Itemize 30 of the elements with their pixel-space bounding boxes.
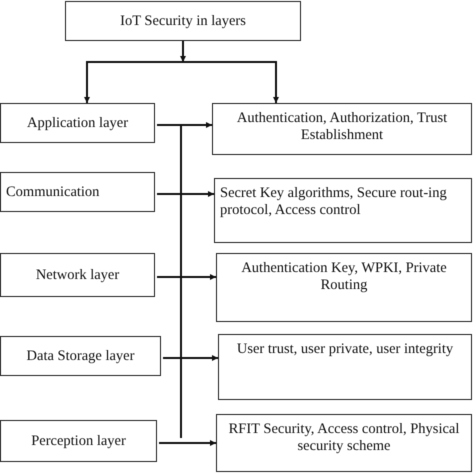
- node-text: User trust, user private, user integrity: [236, 341, 454, 358]
- security-box: [214, 178, 472, 243]
- node-text: Network layer: [34, 266, 120, 284]
- layer-box: [0, 336, 161, 376]
- node-text: Authentication Key, WPKI, Private Routing: [240, 260, 448, 294]
- security-box: [212, 103, 472, 155]
- security-box: [216, 253, 472, 322]
- node-text: Application layer: [26, 114, 130, 132]
- arrow: [163, 355, 218, 361]
- layer-box: [0, 172, 155, 212]
- layer-box: [0, 253, 155, 297]
- node-text: Perception layer: [30, 432, 127, 450]
- node-text: Data Storage layer: [26, 348, 136, 364]
- arrow: [84, 61, 183, 103]
- security-box: [216, 414, 472, 472]
- layer-box: [0, 420, 157, 462]
- arrow: [180, 41, 186, 62]
- node-text: Secret Key algorithms, Secure rout-ing protocol, Access control: [219, 185, 448, 219]
- security-box: [218, 334, 472, 400]
- arrow: [157, 274, 216, 280]
- arrow: [157, 122, 212, 128]
- node-text: IoT Security in layers: [119, 12, 247, 30]
- arrow: [159, 440, 216, 446]
- layer-box: [0, 103, 155, 143]
- arrow: [183, 61, 279, 103]
- node-text: Communication: [5, 184, 100, 200]
- arrow: [157, 191, 214, 197]
- title-box: [65, 1, 301, 41]
- node-text: RFIT Security, Access control, Physical security scheme: [228, 421, 460, 455]
- node-text: Authentication, Authorization, Trust Establishment: [236, 110, 448, 144]
